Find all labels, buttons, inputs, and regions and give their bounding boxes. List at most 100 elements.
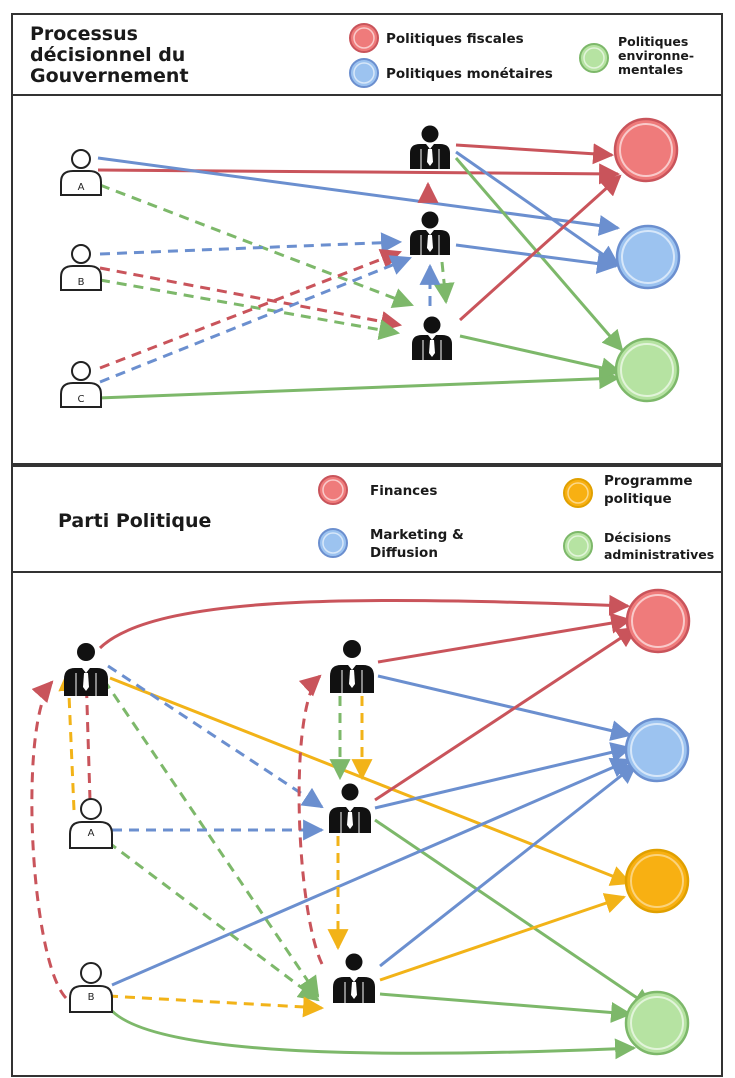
citizen-icon: B <box>60 244 102 291</box>
arrow-green <box>97 368 621 400</box>
arrow-blue <box>379 762 638 968</box>
government-nodes: A B C <box>60 117 681 408</box>
arrow-green-dashed <box>107 840 320 1002</box>
arrow-green <box>374 818 654 1010</box>
official-icon <box>412 316 452 360</box>
legend-environmental: Politiques environne- mentales <box>579 34 698 77</box>
legend-swatch-ring <box>353 27 375 49</box>
legend-label-line: Programme <box>604 473 693 489</box>
member-label: B <box>88 992 95 1003</box>
legend-monetary: Politiques monétaires <box>349 58 553 88</box>
outcome-circle-ring <box>621 230 675 284</box>
outcome-circle-ring <box>630 996 684 1050</box>
arrow-blue-dashed <box>107 664 324 809</box>
legend-label-finances: Finances <box>370 483 437 499</box>
government-frame <box>11 13 723 465</box>
legend-marketing: Marketing & Diffusion <box>318 527 469 561</box>
outcome-circle-programme <box>624 848 690 914</box>
arrow-blue <box>374 742 633 810</box>
outcome-circle-ring <box>631 594 685 648</box>
legend-label-line: Marketing & <box>370 527 464 543</box>
arrow-green-dashed <box>99 183 414 309</box>
outcome-marketing <box>624 717 690 783</box>
arrow-orange <box>109 676 632 886</box>
official-icon <box>64 643 108 696</box>
government-arrows <box>97 143 624 400</box>
arrow-blue <box>455 243 619 274</box>
citizen-label: C <box>78 394 85 405</box>
outcome-finances <box>625 588 691 654</box>
member-icon: B <box>69 962 113 1013</box>
official-icon <box>410 125 450 169</box>
legend-label-line: administratives <box>604 547 714 562</box>
legend-label-line: mentales <box>618 62 683 77</box>
member-icon: A <box>69 798 113 849</box>
legend-admin: Décisions administratives <box>563 530 714 562</box>
outcome-programme <box>624 848 690 914</box>
arrow-orange-dashed <box>107 994 325 1018</box>
outcome-admin <box>624 990 690 1056</box>
legend-swatch-ring <box>567 482 589 504</box>
legend-programme: Programme politique <box>563 473 697 508</box>
legend-label-programme: Programme politique <box>604 473 697 507</box>
citizen-label: A <box>78 182 85 193</box>
outcome-circle-ring <box>630 854 684 908</box>
legend-label-line: Politiques <box>618 34 688 49</box>
arrow-red-dashed <box>297 674 324 965</box>
party-title: Parti Politique <box>58 510 211 532</box>
arrow-green <box>459 334 623 379</box>
arrow-red-dashed <box>99 249 402 370</box>
arrow-blue <box>377 674 633 741</box>
arrow-green-dashed <box>99 278 401 341</box>
member-label: A <box>88 828 95 839</box>
official-icon <box>333 953 375 1003</box>
arrow-orange-dashed <box>58 669 80 811</box>
citizen-icon: C <box>60 361 102 408</box>
legend-swatch-ring <box>322 532 344 554</box>
legend-fiscal: Politiques fiscales <box>349 23 524 53</box>
arrow-green-dashed <box>433 261 455 305</box>
arrow-blue <box>111 757 632 987</box>
arrow-green <box>102 997 637 1060</box>
government-panel <box>11 13 723 465</box>
legend-label-environmental: Politiques environne- mentales <box>618 34 698 77</box>
government-title-line: Gouvernement <box>30 65 189 87</box>
legend-finances: Finances <box>318 475 437 505</box>
arrow-blue <box>97 156 621 236</box>
government-title: Processus décisionnel du Gouvernement <box>30 23 192 87</box>
citizen-icon: A <box>60 149 102 196</box>
legend-label-monetary: Politiques monétaires <box>386 66 553 82</box>
arrow-red-dashed <box>30 680 68 1000</box>
outcome-circle-marketing <box>624 717 690 783</box>
party-arrows <box>30 594 654 1060</box>
arrow-green <box>454 157 624 352</box>
citizen-label: B <box>78 277 85 288</box>
arrow-blue-dashed <box>99 255 412 384</box>
outcome-circle-monetary <box>615 224 681 290</box>
outcome-circle-admin <box>624 990 690 1056</box>
legend-label-marketing: Marketing & Diffusion <box>370 527 469 561</box>
legend-label-fiscal: Politiques fiscales <box>386 31 524 47</box>
arrow-red-dashed <box>99 266 403 332</box>
outcome-circle-ring <box>619 123 673 177</box>
legend-label-line: Diffusion <box>370 545 438 561</box>
arrow-green <box>379 992 633 1023</box>
arrow-orange <box>379 893 626 982</box>
outcome-environmental <box>614 337 680 403</box>
government-title-line: Processus <box>30 23 138 45</box>
outcome-monetary <box>615 224 681 290</box>
outcome-circle-ring <box>620 343 674 397</box>
legend-label-line: environne- <box>618 48 694 63</box>
official-icon <box>410 211 450 255</box>
party-nodes: A B <box>64 588 691 1056</box>
arrow-red <box>374 626 638 802</box>
legend-swatch-ring <box>322 479 344 501</box>
arrow-red <box>458 174 622 322</box>
party-frame <box>11 465 723 1077</box>
legend-label-line: politique <box>604 491 672 507</box>
legend-swatch-ring <box>353 62 375 84</box>
arrow-green-dashed <box>102 679 320 998</box>
outcome-circle-finances <box>625 588 691 654</box>
outcome-circle-environmental <box>614 337 680 403</box>
